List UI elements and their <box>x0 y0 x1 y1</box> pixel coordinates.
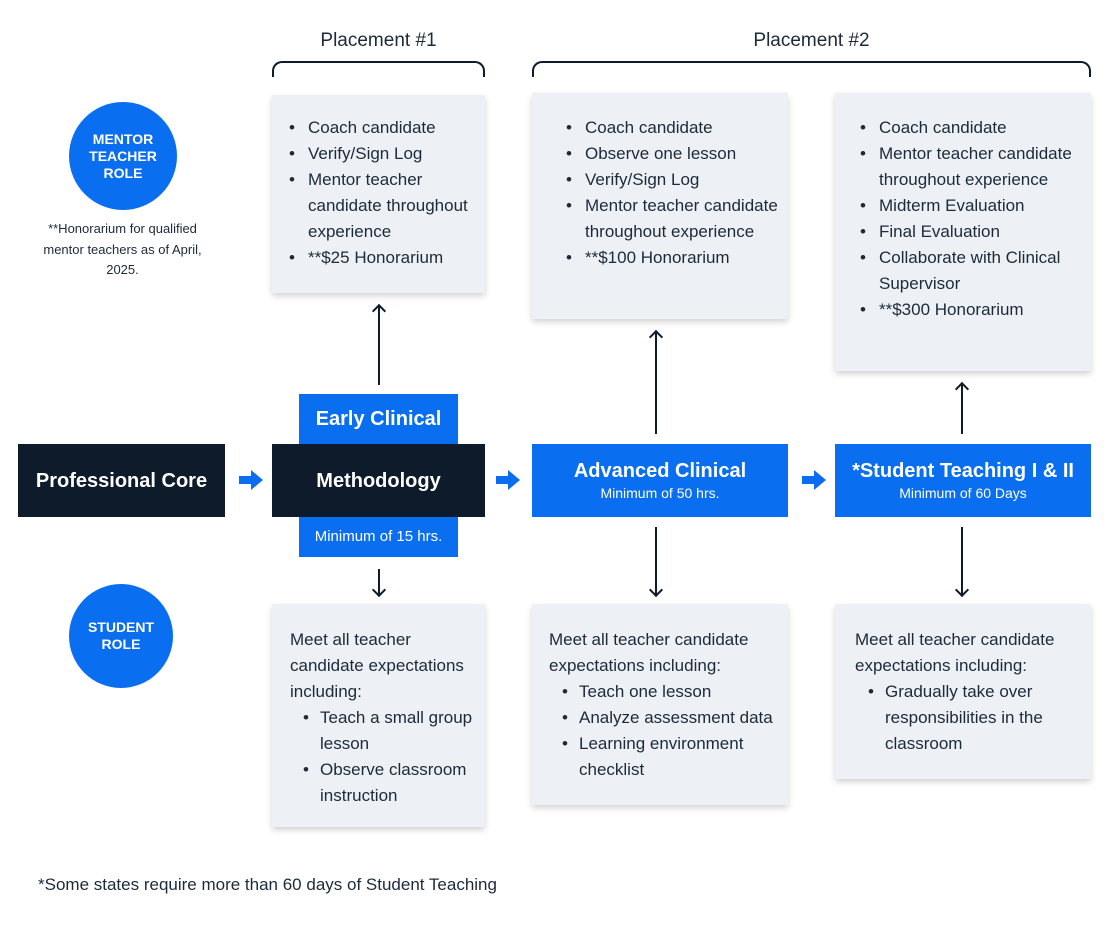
list-item: Coach candidate <box>857 115 1081 141</box>
placement-1-title: Placement #1 <box>320 30 437 51</box>
arrow-right-icon <box>814 470 826 490</box>
mentor-box-early-clinical: Coach candidate Verify/Sign Log Mentor t… <box>272 95 485 293</box>
list-item: Gradually take over responsibilities in … <box>855 679 1081 757</box>
honorarium-note: **Honorarium for qualified mentor teache… <box>43 221 202 277</box>
list-item: Coach candidate <box>563 115 778 141</box>
mentor-box-student-teaching: Coach candidate Mentor teacher candidate… <box>835 93 1091 371</box>
list-item: **$25 Honorarium <box>286 245 475 271</box>
student-box-advanced-clinical: Meet all teacher candidate expectations … <box>532 604 788 805</box>
student-teaching-stage: *Student Teaching I & II Minimum of 60 D… <box>835 444 1091 517</box>
placement-2-title: Placement #2 <box>753 30 870 51</box>
arrow-down-early-line <box>378 569 380 594</box>
mentor-list-early: Coach candidate Verify/Sign Log Mentor t… <box>286 115 475 271</box>
list-item: Verify/Sign Log <box>286 141 475 167</box>
professional-core-label: Professional Core <box>35 469 208 492</box>
list-item: Observe classroom instruction <box>290 757 475 809</box>
student-list-advanced: Teach one lesson Analyze assessment data… <box>549 679 778 783</box>
student-teaching-label: *Student Teaching I & II <box>852 459 1074 482</box>
arrow-up-advanced-line <box>655 333 657 434</box>
list-item: Final Evaluation <box>857 219 1081 245</box>
student-intro-advanced: Meet all teacher candidate expectations … <box>549 630 749 675</box>
student-box-student-teaching: Meet all teacher candidate expectations … <box>835 604 1091 779</box>
professional-core-stage: Professional Core <box>18 444 225 517</box>
student-teaching-minimum: Minimum of 60 Days <box>899 484 1027 501</box>
arrow-down-advanced-line <box>655 527 657 594</box>
arrow-right-line <box>496 476 510 484</box>
list-item: Mentor teacher candidate throughout expe… <box>563 193 778 245</box>
methodology-stage: Methodology <box>272 444 485 517</box>
list-item: Analyze assessment data <box>549 705 778 731</box>
student-intro-student-teaching: Meet all teacher candidate expectations … <box>855 630 1055 675</box>
footnote: *Some states require more than 60 days o… <box>38 875 497 894</box>
mentor-teacher-role-label: MENTOR TEACHER ROLE <box>89 130 157 181</box>
student-role-label: STUDENT ROLE <box>87 619 155 652</box>
student-box-early-clinical: Meet all teacher candidate expectations … <box>272 604 485 827</box>
early-clinical-minimum-tab: Minimum of 15 hrs. <box>299 517 458 557</box>
list-item: Mentor teacher candidate throughout expe… <box>857 141 1081 193</box>
list-item: Collaborate with Clinical Supervisor <box>857 245 1081 297</box>
advanced-clinical-minimum: Minimum of 50 hrs. <box>600 484 720 501</box>
mentor-list-advanced: Coach candidate Observe one lesson Verif… <box>563 115 778 271</box>
list-item: **$300 Honorarium <box>857 297 1081 323</box>
mentor-list-student-teaching: Coach candidate Mentor teacher candidate… <box>857 115 1081 323</box>
arrow-right-icon <box>508 470 520 490</box>
early-clinical-label: Early Clinical <box>315 408 442 430</box>
placement-2-bracket <box>532 61 1091 77</box>
list-item: Observe one lesson <box>563 141 778 167</box>
student-list-early: Teach a small group lesson Observe class… <box>290 705 475 809</box>
list-item: **$100 Honorarium <box>563 245 778 271</box>
placement-1-bracket <box>272 61 485 77</box>
list-item: Learning environment checklist <box>549 731 778 783</box>
arrow-right-icon <box>251 470 263 490</box>
mentor-teacher-role-circle: MENTOR TEACHER ROLE <box>69 102 177 210</box>
advanced-clinical-stage: Advanced Clinical Minimum of 50 hrs. <box>532 444 788 517</box>
arrow-down-icon <box>648 582 664 598</box>
methodology-label: Methodology <box>316 469 441 492</box>
student-intro-early: Meet all teacher candidate expectations … <box>290 630 464 701</box>
early-clinical-minimum: Minimum of 15 hrs. <box>314 528 443 545</box>
list-item: Midterm Evaluation <box>857 193 1081 219</box>
mentor-box-advanced-clinical: Coach candidate Observe one lesson Verif… <box>532 93 788 319</box>
arrow-right-line <box>239 476 253 484</box>
student-list-student-teaching: Gradually take over responsibilities in … <box>855 679 1081 757</box>
arrow-right-line <box>802 476 816 484</box>
list-item: Teach one lesson <box>549 679 778 705</box>
arrow-up-early-line <box>378 307 380 385</box>
arrow-down-icon <box>954 582 970 598</box>
list-item: Verify/Sign Log <box>563 167 778 193</box>
advanced-clinical-label: Advanced Clinical <box>573 459 747 482</box>
early-clinical-tab: Early Clinical <box>299 394 458 444</box>
list-item: Coach candidate <box>286 115 475 141</box>
arrow-down-icon <box>371 582 387 598</box>
arrow-down-student-teaching-line <box>961 527 963 594</box>
arrow-up-student-teaching-line <box>961 385 963 434</box>
student-role-circle: STUDENT ROLE <box>69 584 173 688</box>
list-item: Mentor teacher candidate throughout expe… <box>286 167 475 245</box>
list-item: Teach a small group lesson <box>290 705 475 757</box>
